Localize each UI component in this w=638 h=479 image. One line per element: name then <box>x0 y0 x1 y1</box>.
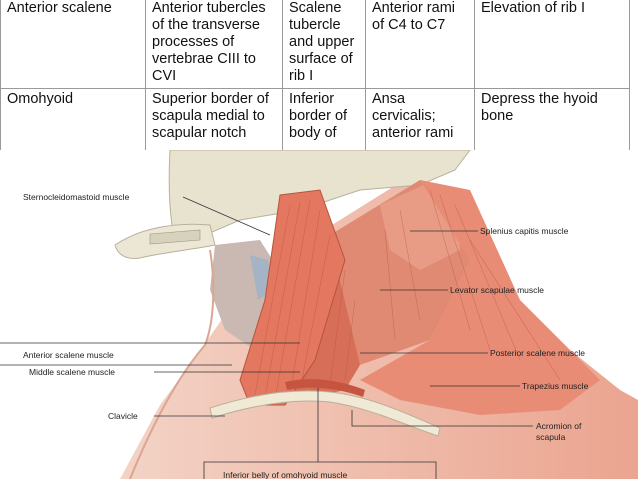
label-sternocleidomastoid: Sternocleidomastoid muscle <box>23 192 130 202</box>
table-row: Omohyoid Superior border of scapula medi… <box>0 88 630 150</box>
label-splenius-capitis: Splenius capitis muscle <box>480 226 569 236</box>
table-cell: Anterior rami of C4 to C7 <box>365 0 475 89</box>
table-cell: Elevation of rib I <box>474 0 630 89</box>
label-trapezius: Trapezius muscle <box>522 381 589 391</box>
trapezius-region <box>360 180 600 415</box>
label-clavicle: Clavicle <box>108 411 138 421</box>
sternocleidomastoid-region <box>239 189 346 406</box>
table-row: Anterior scalene Anterior tubercles of t… <box>0 0 630 89</box>
clavicle <box>209 390 441 437</box>
muscle-fibers <box>254 189 561 401</box>
neck-muscle-illustration: Sternocleidomastoid muscle Splenius capi… <box>0 150 638 479</box>
table-cell: Depress the hyoid bone <box>474 88 630 150</box>
label-acromion-line1: Acromion of <box>536 421 582 431</box>
label-posterior-scalene: Posterior scalene muscle <box>490 348 585 358</box>
label-levator-scapulae: Levator scapulae muscle <box>450 285 544 295</box>
table-cell: Inferior border of body of <box>282 88 366 150</box>
table-cell: Superior border of scapula medial to sca… <box>145 88 283 150</box>
label-acromion-line2: scapula <box>536 432 566 442</box>
label-omohyoid-belly: Inferior belly of omohyoid muscle <box>223 470 348 479</box>
table-cell: Omohyoid <box>0 88 146 150</box>
label-middle-scalene: Middle scalene muscle <box>29 367 115 377</box>
skin-edge <box>129 249 215 479</box>
leader-lines <box>0 196 533 479</box>
omohyoid-belly <box>285 379 365 397</box>
table-cell: Anterior scalene <box>0 0 146 89</box>
table-cell: Anterior tubercles of the transverse pro… <box>145 0 283 89</box>
table-cell: Scalene tubercle and upper surface of ri… <box>282 0 366 89</box>
muscle-table: Anterior scalene Anterior tubercles of t… <box>0 0 638 150</box>
teeth <box>149 229 201 245</box>
table-cell: Ansa cervicalis; anterior rami <box>365 88 475 150</box>
label-anterior-scalene: Anterior scalene muscle <box>23 350 114 360</box>
